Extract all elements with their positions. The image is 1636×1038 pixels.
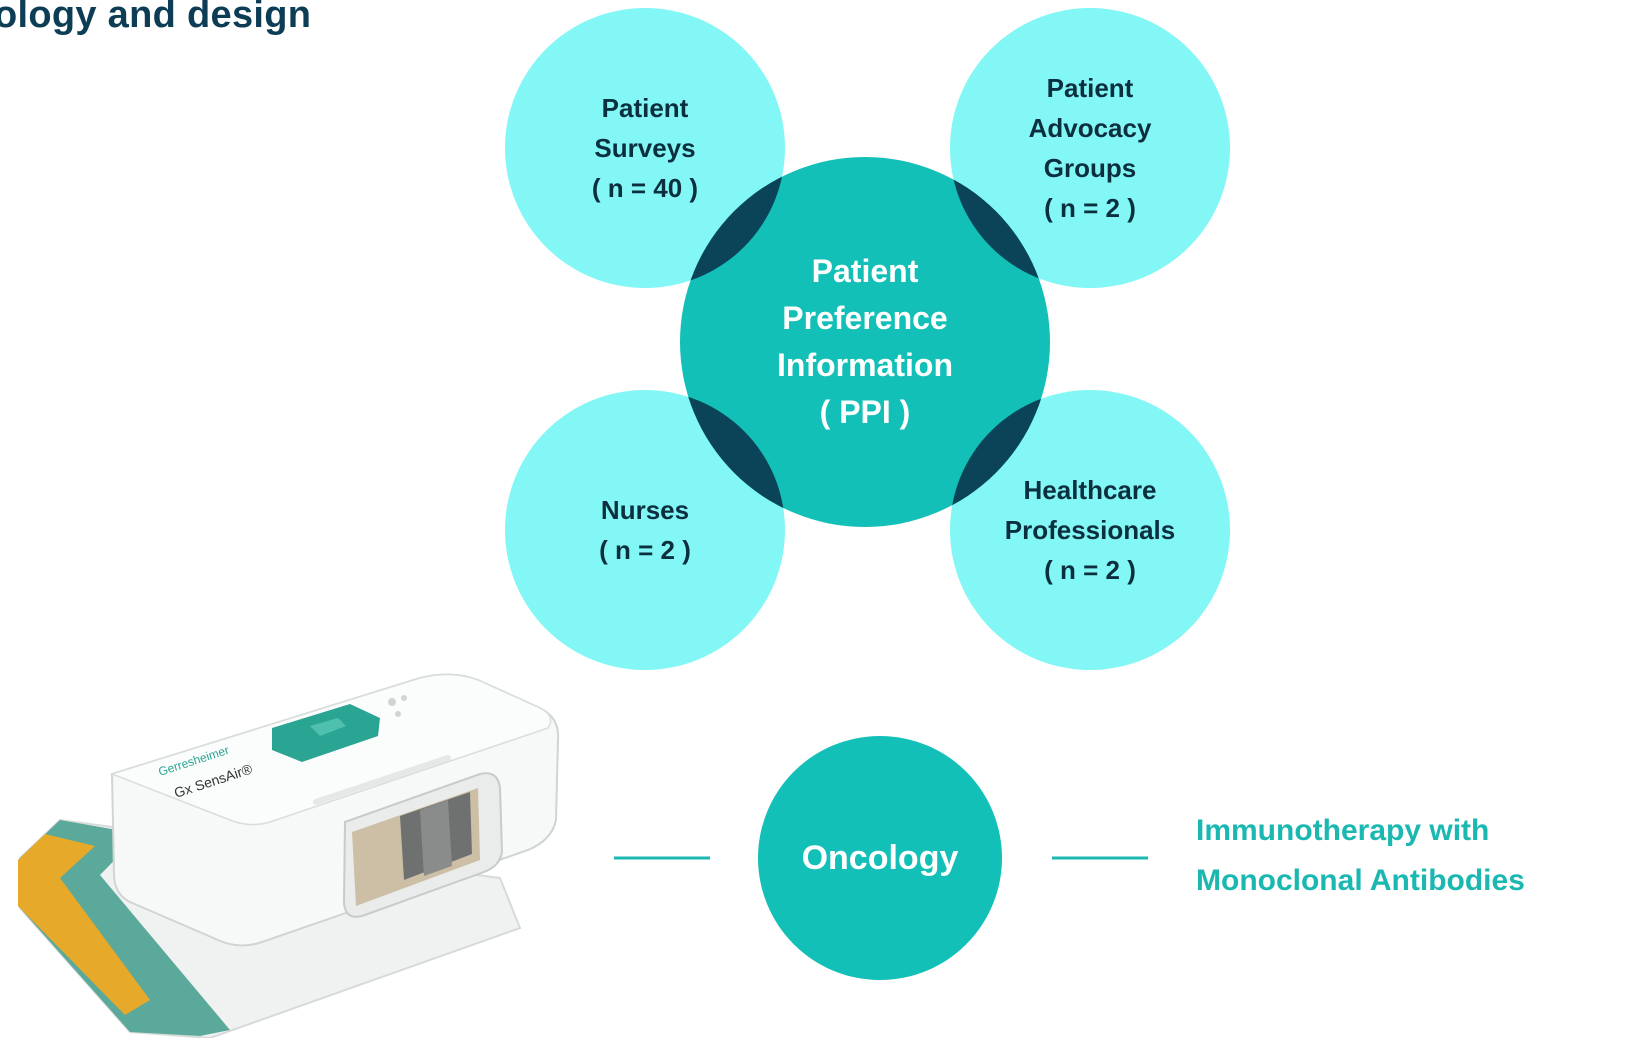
label-line: Surveys bbox=[594, 133, 696, 163]
circle-healthcare-professionals bbox=[950, 390, 1230, 670]
therapy-line: Immunotherapy with bbox=[1196, 814, 1490, 847]
label-healthcare-professionals: Healthcare Professionals ( n = 2 ) bbox=[970, 470, 1210, 590]
label-line: Patient bbox=[1046, 73, 1134, 103]
label-patient-surveys: Patient Surveys ( n = 40 ) bbox=[545, 68, 745, 228]
label-line: Healthcare bbox=[1023, 475, 1157, 505]
label-line: ( n = 40 ) bbox=[591, 173, 699, 203]
page-title: ology and design bbox=[0, 0, 312, 36]
label-line: Professionals bbox=[1004, 515, 1176, 545]
label-ppi: Patient Preference Information ( PPI ) bbox=[745, 247, 985, 437]
circle-patient-advocacy bbox=[950, 8, 1230, 288]
label-line: Groups bbox=[1043, 153, 1137, 183]
label-line: Preference bbox=[782, 300, 948, 336]
label-oncology: Oncology bbox=[780, 828, 980, 888]
circle-patient-surveys bbox=[505, 8, 785, 288]
label-nurses: Nurses ( n = 2 ) bbox=[545, 490, 745, 570]
label-line: Nurses bbox=[600, 495, 690, 525]
label-line: Patient bbox=[811, 253, 919, 289]
label-line: Patient bbox=[601, 93, 689, 123]
label-line: ( PPI ) bbox=[819, 394, 911, 430]
label-patient-advocacy: Patient Advocacy Groups ( n = 2 ) bbox=[990, 68, 1190, 228]
label-line: Advocacy bbox=[1028, 113, 1152, 143]
label-line: ( n = 2 ) bbox=[1044, 193, 1136, 223]
therapy-line: Monoclonal Antibodies bbox=[1196, 864, 1525, 897]
therapy-label: Immunotherapy with Monoclonal Antibodies bbox=[1196, 806, 1525, 906]
circle-nurses bbox=[505, 390, 785, 670]
label-line: Information bbox=[777, 347, 953, 383]
label-line: ( n = 2 ) bbox=[1044, 555, 1136, 585]
circle-ppi bbox=[680, 157, 1050, 527]
label-line: ( n = 2 ) bbox=[599, 535, 691, 565]
label-line: Oncology bbox=[801, 838, 959, 877]
wearable-injector-image: Gerresheimer Gx SensAir® bbox=[18, 673, 560, 1038]
circle-oncology bbox=[758, 736, 1002, 980]
